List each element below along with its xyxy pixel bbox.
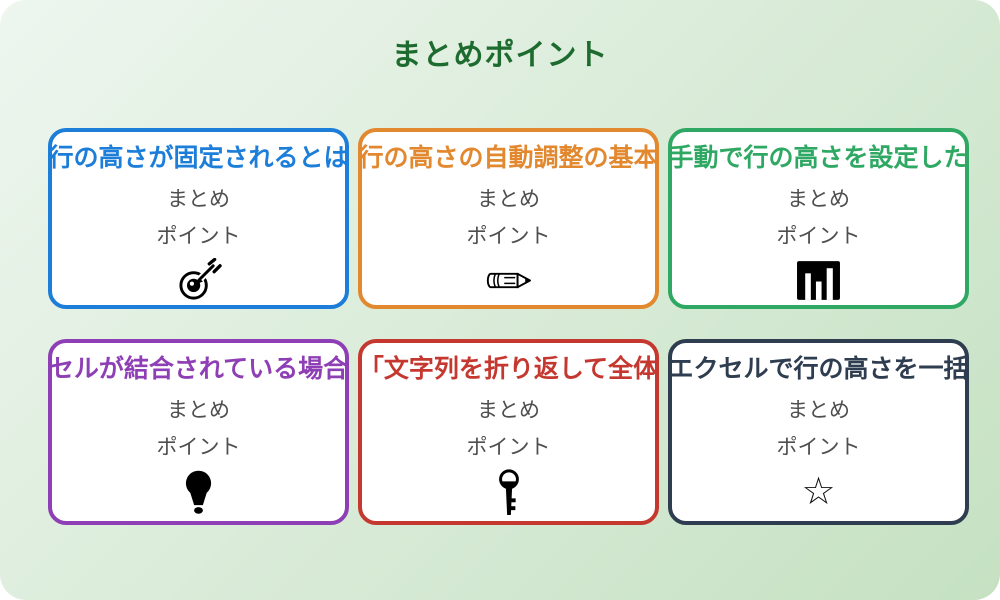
card-subtitle-line1: まとめ [477, 399, 540, 422]
card-subtitle-line1: まとめ [167, 399, 230, 422]
card-title: エクセルで行の高さを一括 [668, 355, 969, 383]
card-title: 「文字列を折り返して全体 [358, 355, 659, 383]
summary-card: 行の高さの自動調整の基本 まとめ ポイント [358, 128, 659, 309]
card-title: 手動で行の高さを設定した [668, 144, 969, 172]
card-subtitle-line2: ポイント [466, 436, 551, 459]
card-subtitle-line1: まとめ [477, 188, 540, 211]
key-icon [496, 467, 522, 517]
page-title: まとめポイント [391, 39, 609, 72]
summary-card: セルが結合されている場合 まとめ ポイント [48, 339, 349, 525]
target-icon [175, 256, 222, 305]
card-subtitle-line2: ポイント [466, 225, 551, 248]
star-icon: ☆ [801, 471, 836, 513]
card-subtitle-line2: ポイント [776, 225, 861, 248]
card-title: 行の高さが固定されるとは [48, 144, 349, 172]
card-subtitle-line2: ポイント [776, 436, 861, 459]
card-subtitle: まとめ ポイント [467, 181, 551, 255]
card-subtitle-line1: まとめ [787, 188, 850, 211]
card-subtitle-line1: まとめ [167, 188, 230, 211]
lightbulb-icon [183, 467, 214, 517]
card-subtitle: まとめ ポイント [467, 392, 551, 466]
summary-card: 「文字列を折り返して全体 まとめ ポイント [358, 339, 659, 525]
card-subtitle-line1: まとめ [787, 399, 850, 422]
summary-card: エクセルで行の高さを一括 まとめ ポイント ☆ [668, 339, 969, 525]
card-subtitle: まとめ ポイント [777, 181, 861, 255]
bar-chart-icon [796, 256, 841, 305]
summary-card: 手動で行の高さを設定した まとめ ポイント [668, 128, 969, 309]
card-title: セルが結合されている場合 [48, 355, 349, 383]
card-subtitle: まとめ ポイント [777, 392, 861, 466]
summary-card: 行の高さが固定されるとは まとめ ポイント [48, 128, 349, 309]
card-subtitle-line2: ポイント [156, 225, 241, 248]
pencil-icon [484, 256, 534, 305]
card-subtitle-line2: ポイント [156, 436, 241, 459]
card-subtitle: まとめ ポイント [157, 181, 241, 255]
card-subtitle: まとめ ポイント [157, 392, 241, 466]
card-title: 行の高さの自動調整の基本 [358, 144, 659, 172]
